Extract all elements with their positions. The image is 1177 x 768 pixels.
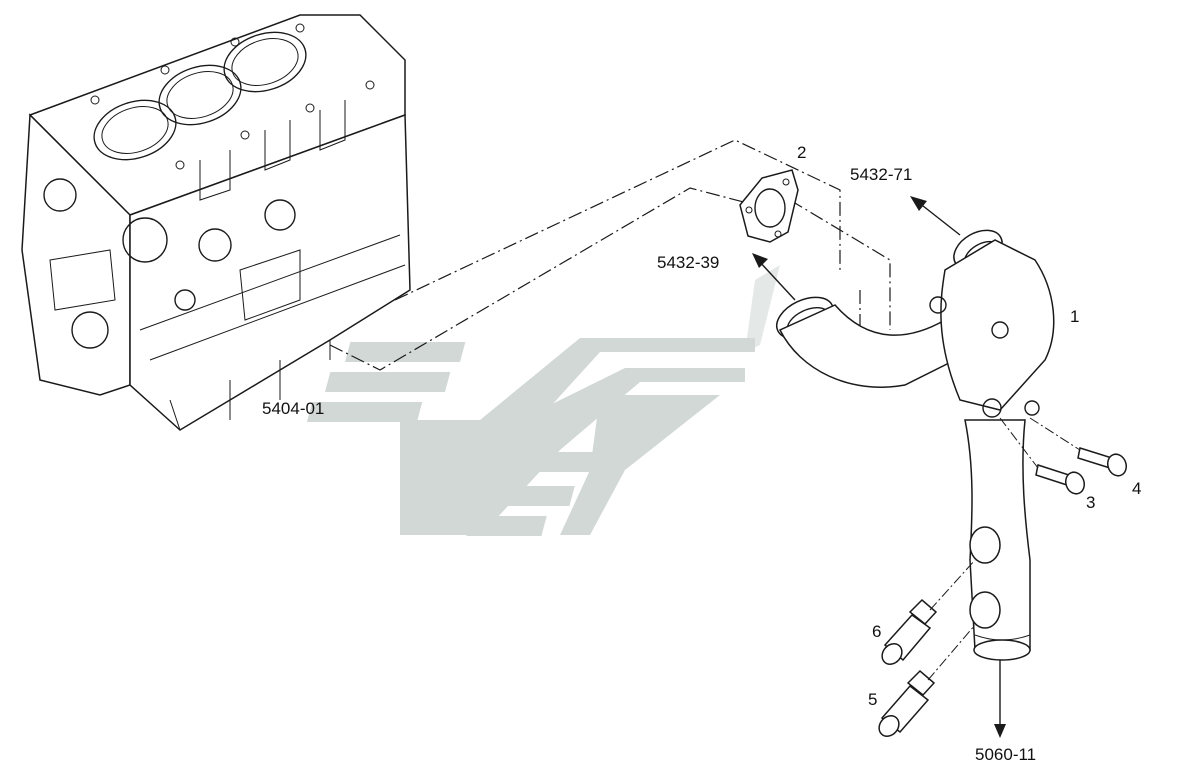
label-part-4: 4 <box>1132 479 1141 498</box>
label-ref-top: 5432-71 <box>850 165 912 184</box>
water-pipe-part-1 <box>776 229 1055 661</box>
bolt-part-4 <box>1077 447 1128 477</box>
label-part-3: 3 <box>1086 493 1095 512</box>
label-part-1: 1 <box>1070 307 1079 326</box>
label-ref-bottom: 5060-11 <box>975 745 1036 764</box>
label-part-2: 2 <box>797 143 806 162</box>
arrow-to-5432-39 <box>752 253 796 301</box>
label-part-6: 6 <box>872 622 881 641</box>
gasket-part-2 <box>739 169 799 243</box>
fitting-part-6 <box>881 598 938 665</box>
connection-lines <box>329 139 891 371</box>
label-part-5: 5 <box>868 690 877 709</box>
bolt-lead-lines <box>999 417 1081 469</box>
label-ref-gasket: 5432-39 <box>657 253 719 272</box>
watermark-logo <box>306 265 780 536</box>
label-engine-block: 5404-01 <box>262 399 324 418</box>
fitting-part-5 <box>878 669 936 737</box>
fitting-lead-lines <box>927 559 976 681</box>
arrow-to-5060-11 <box>994 660 1006 738</box>
bolt-part-3 <box>1035 464 1086 495</box>
arrow-to-5432-71 <box>910 196 961 236</box>
engine-block-drawing <box>21 14 411 431</box>
